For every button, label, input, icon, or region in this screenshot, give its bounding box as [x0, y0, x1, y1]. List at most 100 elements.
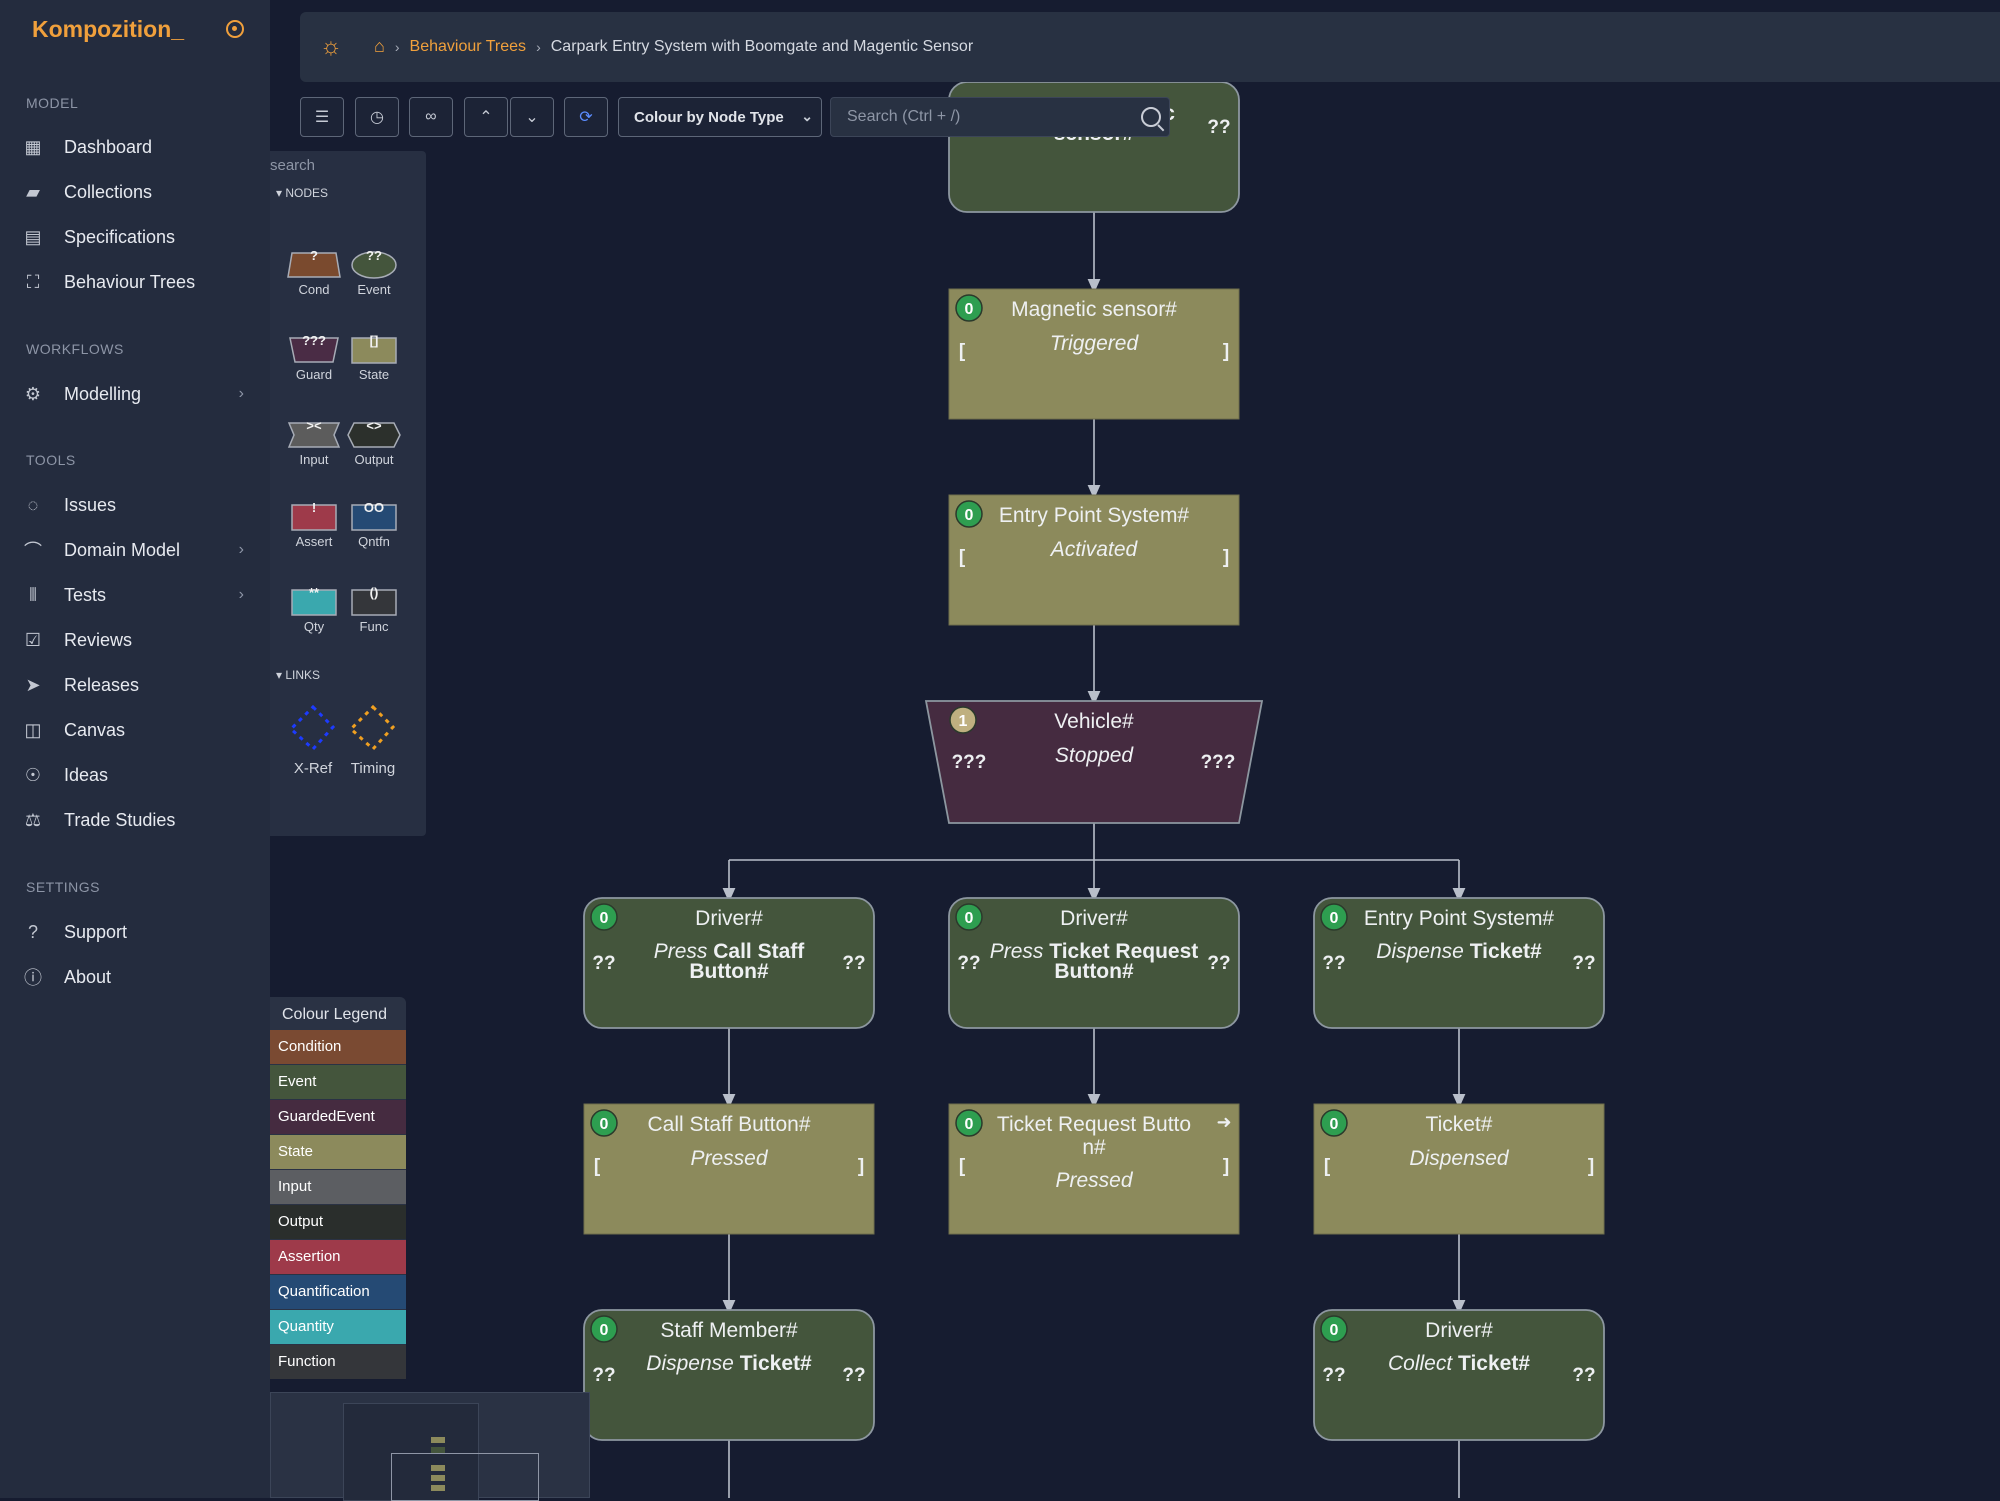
search-icon[interactable]	[1141, 107, 1161, 127]
node-badge-text: 0	[600, 1116, 609, 1133]
node-badge-text: 0	[965, 507, 974, 524]
palette-node-shape: OO	[351, 500, 397, 531]
node-badge	[590, 903, 618, 931]
legend-item-condition: Condition	[270, 1030, 406, 1064]
node-right-marker: ]	[1223, 1156, 1229, 1177]
svg-text:><: ><	[306, 418, 322, 433]
node-title: Driver#	[1060, 907, 1128, 930]
sidebar-item-tests[interactable]: ⫴Tests›	[22, 577, 254, 613]
search-input[interactable]: Search (Ctrl + /)	[830, 97, 1170, 137]
refresh-button[interactable]: ⟳	[564, 97, 608, 137]
node-left-marker: ??	[1322, 953, 1345, 974]
palette-link-xref[interactable]: X-Ref	[282, 703, 344, 777]
chevron-right-icon: ›	[238, 385, 244, 402]
colour-mode-select[interactable]: Colour by Node Type ⌄	[618, 97, 822, 137]
palette-node-assert[interactable]: !Assert	[283, 499, 345, 549]
palette-node-guard[interactable]: ??? Guard	[283, 332, 345, 382]
sidebar-item-support[interactable]: ?Support	[22, 914, 254, 950]
section-title-settings: SETTINGS	[26, 879, 101, 895]
minimap[interactable]	[270, 1392, 590, 1501]
node-right-marker: ]	[1223, 547, 1229, 568]
node-title: Driver#	[1425, 1319, 1493, 1342]
sidebar-item-issues[interactable]: ◌Issues	[22, 487, 254, 523]
sidebar-item-ideas[interactable]: ☉Ideas	[22, 757, 254, 793]
sidebar-item-label: Canvas	[64, 719, 126, 740]
sidebar-item-modelling[interactable]: ⚙ Modelling ›	[22, 376, 254, 412]
brand-logo[interactable]: Kompozition_	[32, 16, 185, 42]
node-behaviour-line: Dispense Ticket#	[1376, 940, 1542, 963]
palette-node-qty[interactable]: **Qty	[283, 584, 345, 634]
sidebar-item-label: Support	[64, 921, 128, 942]
search-placeholder: Search (Ctrl + /)	[847, 108, 961, 125]
breadcrumb-link-behaviour-trees[interactable]: Behaviour Trees	[409, 37, 527, 55]
sidebar-item-specifications[interactable]: ▤Specifications	[22, 219, 254, 255]
palette-node-input[interactable]: ><Input	[283, 417, 345, 467]
palette-node-shape: []	[351, 333, 397, 364]
svg-text:[]: []	[370, 333, 379, 348]
chevron-right-icon: ›	[238, 541, 244, 558]
node-title: Driver#	[695, 907, 763, 930]
svg-text:OO: OO	[364, 500, 384, 515]
test-tubes-icon: ⫴	[29, 584, 37, 605]
palette-node-cond[interactable]: ?Cond	[283, 247, 345, 297]
node-behaviour-line2: Button#	[1054, 960, 1134, 983]
sidebar-item-label: Collections	[64, 181, 153, 202]
sidebar-item-behaviour-trees[interactable]: ⛶Behaviour Trees	[22, 264, 254, 300]
caret-down-icon: ▾	[276, 186, 286, 200]
sidebar-item-trade-studies[interactable]: ⚖Trade Studies	[22, 802, 254, 838]
sidebar-item-dashboard[interactable]: ▦Dashboard	[22, 129, 254, 165]
theme-sun-icon[interactable]: ☼	[320, 33, 342, 60]
palette-node-state[interactable]: []State	[343, 332, 405, 382]
collapse-all-button[interactable]: ⌃	[464, 97, 508, 137]
svg-text:???: ???	[302, 333, 326, 348]
node-behaviour-line: Press Ticket Request	[990, 940, 1199, 963]
legend-item-output: Output	[270, 1205, 406, 1239]
sidebar-item-domain-model[interactable]: ⌒Domain Model›	[22, 532, 254, 568]
history-button[interactable]: ◷	[355, 97, 399, 137]
palette-node-event[interactable]: ??Event	[343, 247, 405, 297]
sidebar-item-releases[interactable]: ➤Releases	[22, 667, 254, 703]
scale-icon: ⚖	[24, 809, 42, 830]
palette-search-input[interactable]: search	[270, 157, 316, 174]
palette-node-label: Guard	[295, 367, 333, 382]
node-badge	[955, 903, 983, 931]
sidebar-toggle-icon[interactable]	[226, 20, 244, 38]
expand-all-button[interactable]: ⌄	[510, 97, 554, 137]
node-title: Entry Point System#	[999, 504, 1190, 527]
node-badge-text: 0	[600, 1322, 609, 1339]
minimap-viewport[interactable]	[391, 1453, 539, 1501]
link-button[interactable]: ∞	[409, 97, 453, 137]
node-behaviour: Pressed	[1055, 1169, 1133, 1192]
home-icon[interactable]: ⌂	[374, 36, 385, 56]
palette-link-timing[interactable]: Timing	[342, 703, 404, 777]
palette-node-output[interactable]: <>Output	[343, 417, 405, 467]
palette-node-func[interactable]: ()Func	[343, 584, 405, 634]
node-badge	[949, 706, 977, 734]
sidebar-item-canvas[interactable]: ◫Canvas	[22, 712, 254, 748]
sidebar-item-reviews[interactable]: ☑Reviews	[22, 622, 254, 658]
node-badge	[955, 500, 983, 528]
sidebar-item-collections[interactable]: ▰Collections	[22, 174, 254, 210]
menu-button[interactable]: ☰	[300, 97, 344, 137]
node-title: Entry Point System#	[1364, 907, 1555, 930]
gears-icon: ⚙	[24, 383, 42, 404]
node-left-marker: [	[959, 547, 966, 568]
node-left-marker: [	[594, 1156, 601, 1177]
sidebar-item-label: Modelling	[64, 383, 142, 404]
legend-item-quantification: Quantification	[270, 1275, 406, 1309]
dotted-link-icon	[288, 704, 336, 752]
